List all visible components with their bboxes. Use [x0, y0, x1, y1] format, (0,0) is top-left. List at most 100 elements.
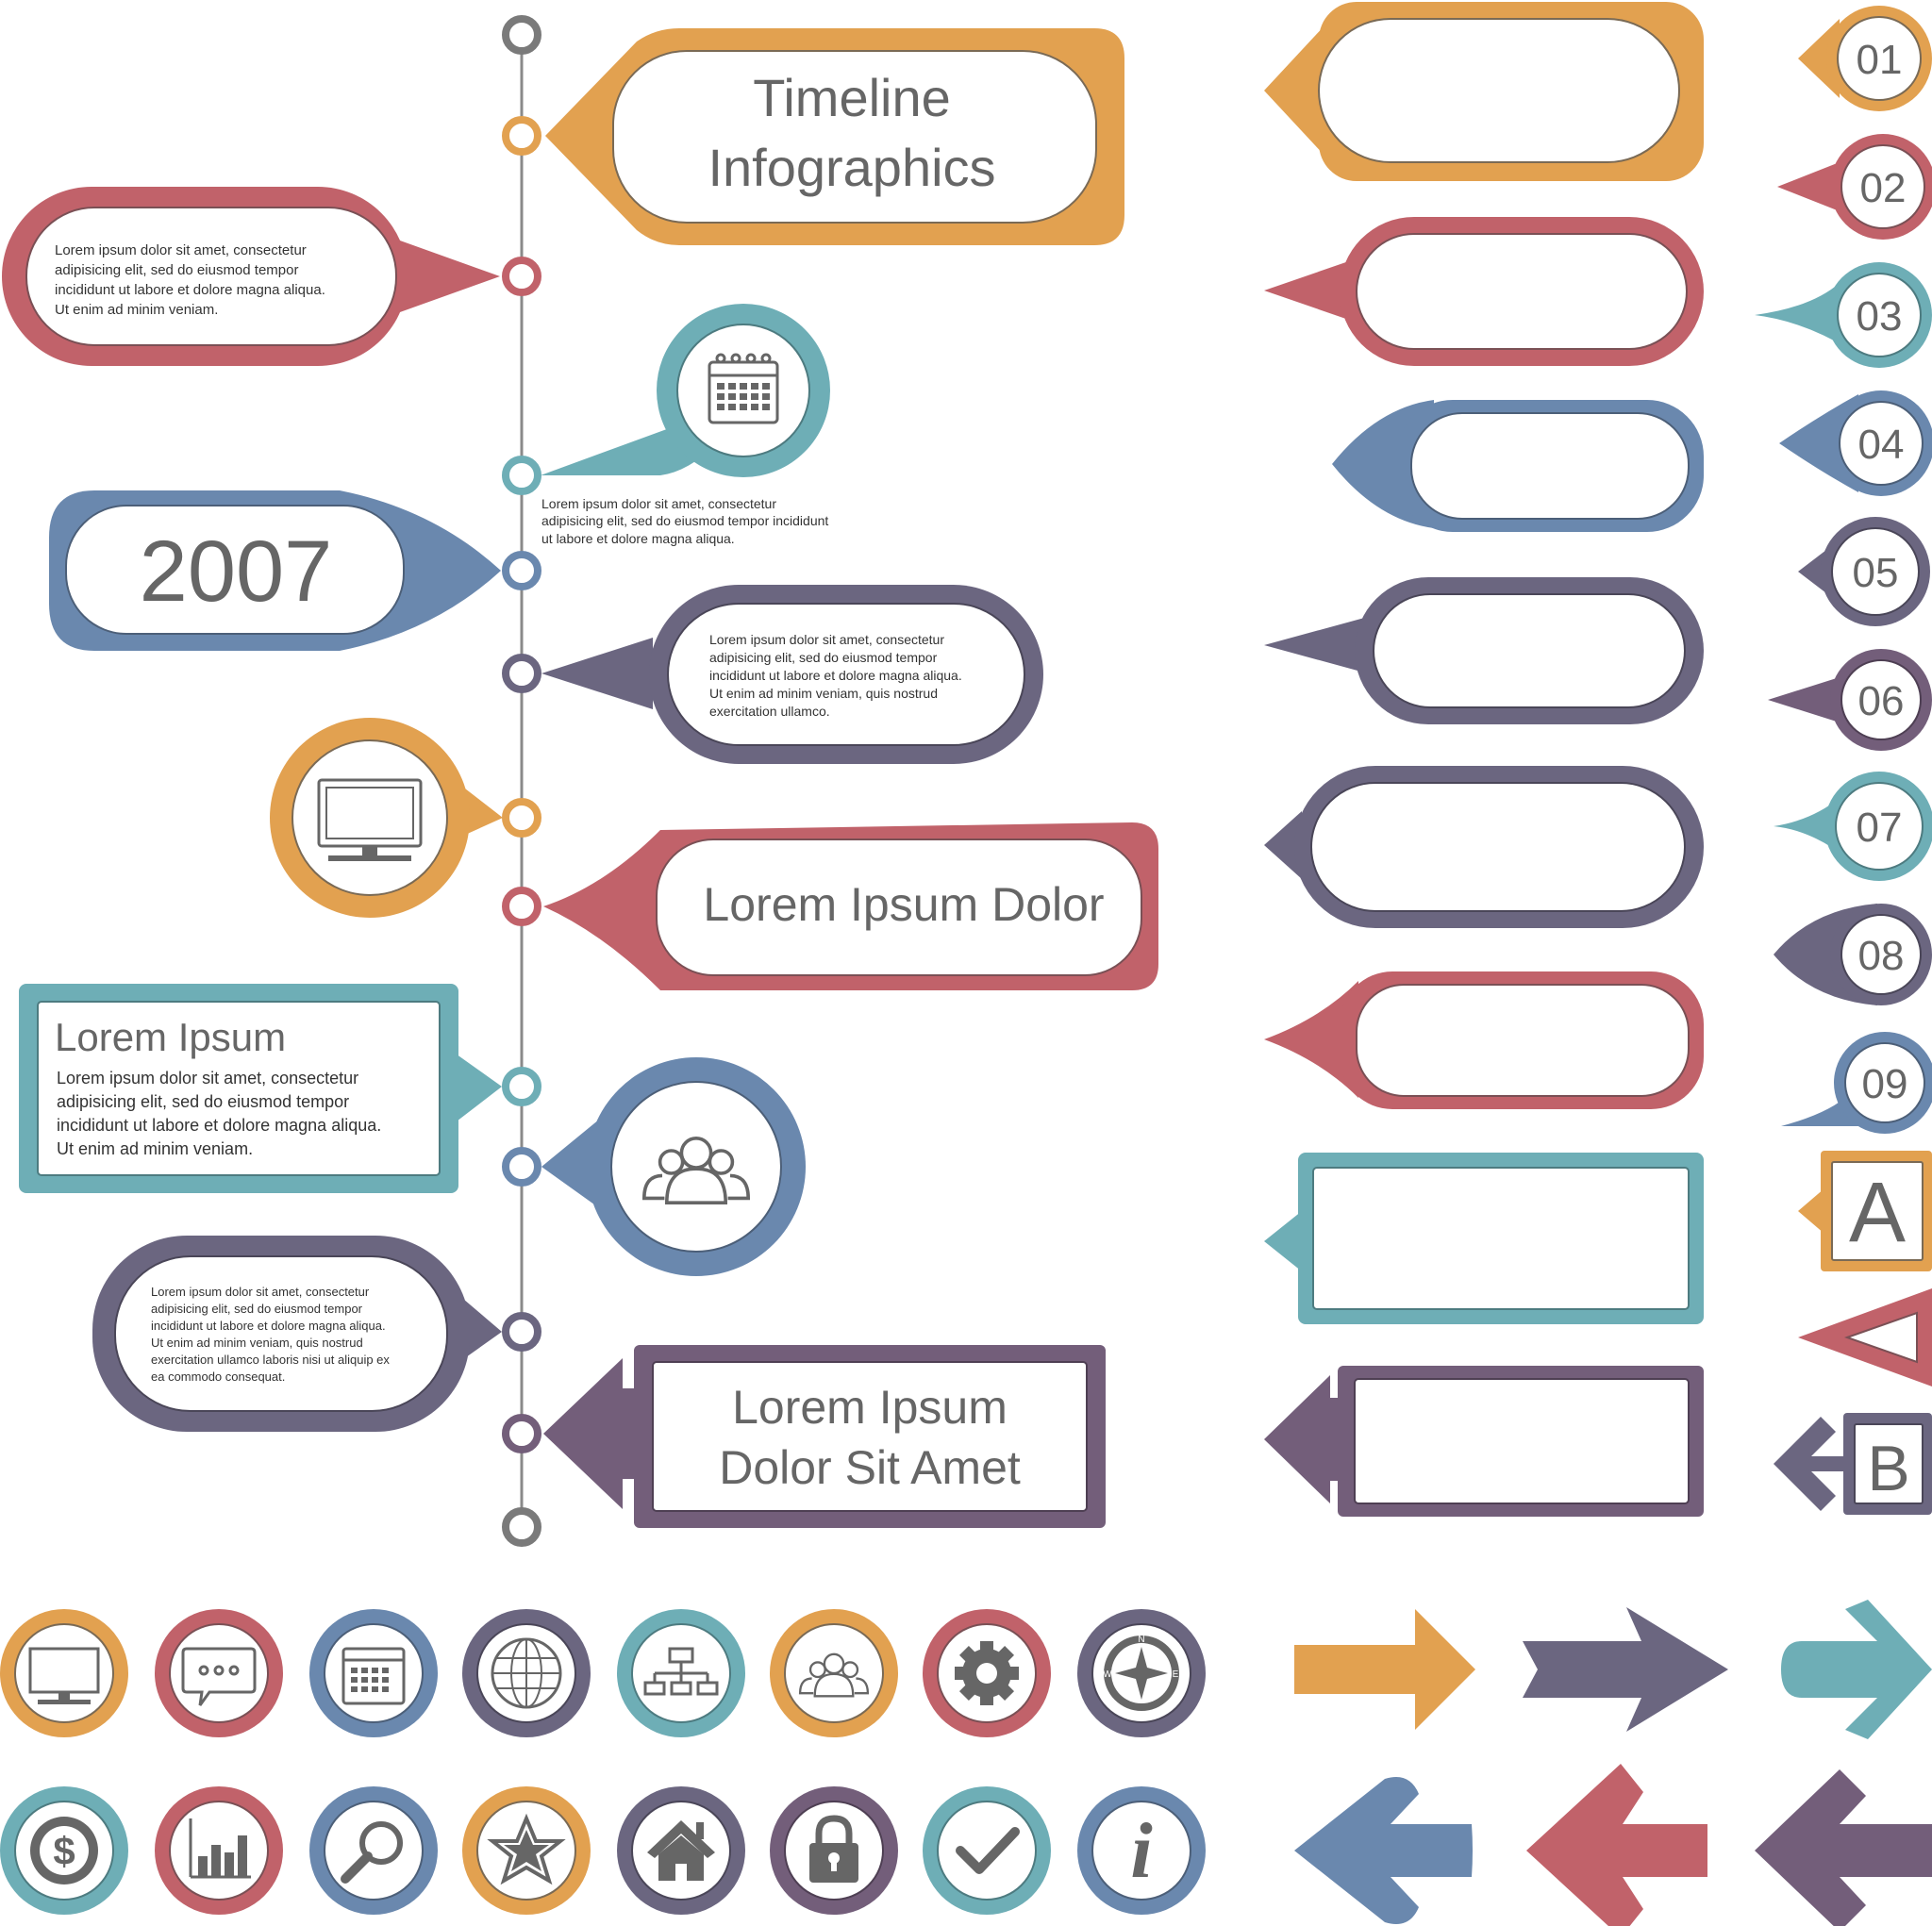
home-icon: [617, 1786, 745, 1915]
monitor-pin: [270, 718, 503, 918]
badge-08: 08: [1774, 904, 1932, 1005]
number-badges: 01 02 03 04 05: [1755, 6, 1932, 1515]
badge-label: 03: [1857, 293, 1903, 340]
timeline-node: [502, 1507, 541, 1547]
teal-box-heading: Lorem Ipsum: [55, 1015, 286, 1059]
title-line-1: Timeline: [753, 68, 951, 127]
title-callout: Timeline Infographics: [545, 28, 1124, 245]
timeline-node: [502, 1147, 541, 1187]
blank-callout-purple-wide: [1264, 766, 1704, 928]
team-icon: [770, 1609, 898, 1737]
compass-icon: N E W: [1077, 1609, 1206, 1737]
bubble-text-line: Ut enim ad minim veniam, quis nostrud: [709, 686, 938, 701]
arrows: [1294, 1600, 1932, 1926]
badge-07: 07: [1774, 772, 1932, 881]
blank-callout-purple: [1264, 577, 1704, 724]
badge-label: 01: [1857, 37, 1903, 83]
dolor-callout: Lorem Ipsum Dolor: [543, 822, 1158, 990]
title-line-2: Infographics: [708, 138, 995, 197]
svg-text:Lorem ipsum dolor sit amet, co: Lorem ipsum dolor sit amet, consectetur …: [541, 496, 832, 546]
caption-line: Lorem ipsum dolor sit amet, consectetur: [541, 496, 776, 511]
timeline-node: [502, 116, 541, 156]
blank-callout-plum-arrow: [1264, 1366, 1704, 1517]
compass-letter: W: [1103, 1669, 1112, 1680]
caption-line: ut labore et dolore magna aliqua.: [541, 531, 735, 546]
badge-label: B: [1867, 1433, 1909, 1504]
chat-icon: [155, 1609, 283, 1737]
box-text-line: adipisicing elit, sed do eiusmod tempor: [57, 1092, 349, 1111]
timeline-node: [502, 1312, 541, 1352]
timeline-node: [502, 551, 541, 590]
magnifier-icon: [309, 1786, 438, 1915]
year-callout: 2007: [49, 490, 501, 651]
blank-callout-blue: [1332, 400, 1704, 532]
dollar-icon: $: [0, 1786, 128, 1915]
box-text-line: incididunt ut labore et dolore magna ali…: [57, 1116, 381, 1135]
badge-label: 02: [1860, 165, 1907, 211]
badge-03: 03: [1755, 262, 1932, 368]
arrow-right-orange: [1294, 1609, 1475, 1730]
monitor-icon: [317, 778, 423, 861]
timeline-node: [502, 15, 541, 55]
badge-label: 05: [1853, 550, 1899, 596]
badge-06: 06: [1768, 649, 1932, 751]
checkmark-icon: [923, 1786, 1051, 1915]
badge-label: 04: [1858, 422, 1905, 468]
svg-text:Lorem ipsum dolor sit amet, co: Lorem ipsum dolor sit amet, consectetur …: [57, 1069, 386, 1158]
badge-label: 09: [1862, 1061, 1908, 1107]
teal-text-box: Lorem Ipsum Lorem ipsum dolor sit amet, …: [19, 984, 502, 1193]
compass-letter: E: [1173, 1669, 1179, 1680]
arrow-left-blue: [1294, 1777, 1473, 1924]
timeline-node: [502, 1414, 541, 1453]
blank-callout-red-2: [1264, 971, 1704, 1109]
bar-chart-icon: [155, 1786, 283, 1915]
team-pin: [541, 1057, 806, 1276]
box-text-line: Lorem ipsum dolor sit amet, consectetur: [57, 1069, 358, 1088]
bubble-text-line: incididunt ut labore et dolore magna ali…: [709, 668, 962, 683]
timeline-node: [502, 257, 541, 296]
blank-callouts: [1264, 2, 1704, 1517]
blank-callout-teal: [1264, 1153, 1704, 1324]
badge-label: 07: [1857, 805, 1903, 851]
bubble-text-line: exercitation ullamco.: [709, 704, 830, 719]
timeline-node: [502, 654, 541, 693]
arrow-right-teal: [1781, 1600, 1932, 1739]
timeline-node: [502, 798, 541, 838]
lock-icon: [770, 1786, 898, 1915]
sit-amet-callout: Lorem Ipsum Dolor Sit Amet: [543, 1345, 1106, 1528]
blank-callout-red: [1264, 217, 1704, 366]
badge-09: 09: [1781, 1032, 1932, 1134]
bubble-text-line: Lorem ipsum dolor sit amet, consectetur: [55, 242, 307, 258]
blank-callout-orange: [1264, 2, 1704, 181]
bubble-text-line: Ut enim ad minim veniam, quis nostrud: [151, 1336, 363, 1350]
bubble-text-line: adipisicing elit, sed do eiusmod tempor: [151, 1302, 363, 1316]
bubble-text-line: incididunt ut labore et dolore magna ali…: [151, 1319, 386, 1333]
arrow-left-plum: [1755, 1769, 1932, 1926]
bubble-text-line: Lorem ipsum dolor sit amet, consectetur: [709, 632, 944, 647]
bubble-text-line: adipisicing elit, sed do eiusmod tempor: [55, 262, 298, 278]
info-icon: i: [1077, 1786, 1206, 1915]
bubble-text-line: incididunt ut labore et dolore magna ali…: [55, 282, 325, 298]
badge-05: 05: [1798, 517, 1930, 626]
timeline: Timeline Infographics Lorem ipsum dolor …: [2, 15, 1158, 1547]
plum-text-bubble: Lorem ipsum dolor sit amet, consectetur …: [92, 1236, 502, 1432]
bubble-text-line: ea commodo consequat.: [151, 1370, 285, 1384]
calendar-icon: [708, 353, 779, 424]
org-chart-icon: [617, 1609, 745, 1737]
badge-triangle: [1798, 1288, 1932, 1386]
calendar-icon: [309, 1609, 438, 1737]
badge-label: 08: [1858, 933, 1905, 979]
badge-01: 01: [1798, 6, 1932, 111]
icon-row-1: N E W: [0, 1609, 1206, 1737]
badge-label: A: [1849, 1166, 1906, 1260]
svg-text:Lorem ipsum dolor sit amet, co: Lorem ipsum dolor sit amet, consectetur …: [709, 632, 966, 719]
bubble-text-line: Ut enim ad minim veniam.: [55, 302, 218, 318]
sit-amet-line-1: Lorem Ipsum: [732, 1381, 1008, 1434]
sit-amet-line-2: Dolor Sit Amet: [719, 1441, 1021, 1494]
timeline-node: [502, 887, 541, 926]
info-glyph: i: [1130, 1807, 1152, 1895]
bubble-text-line: Lorem ipsum dolor sit amet, consectetur: [151, 1285, 370, 1299]
badge-letter-b: B: [1774, 1413, 1932, 1515]
arrow-left-red: [1526, 1764, 1707, 1926]
